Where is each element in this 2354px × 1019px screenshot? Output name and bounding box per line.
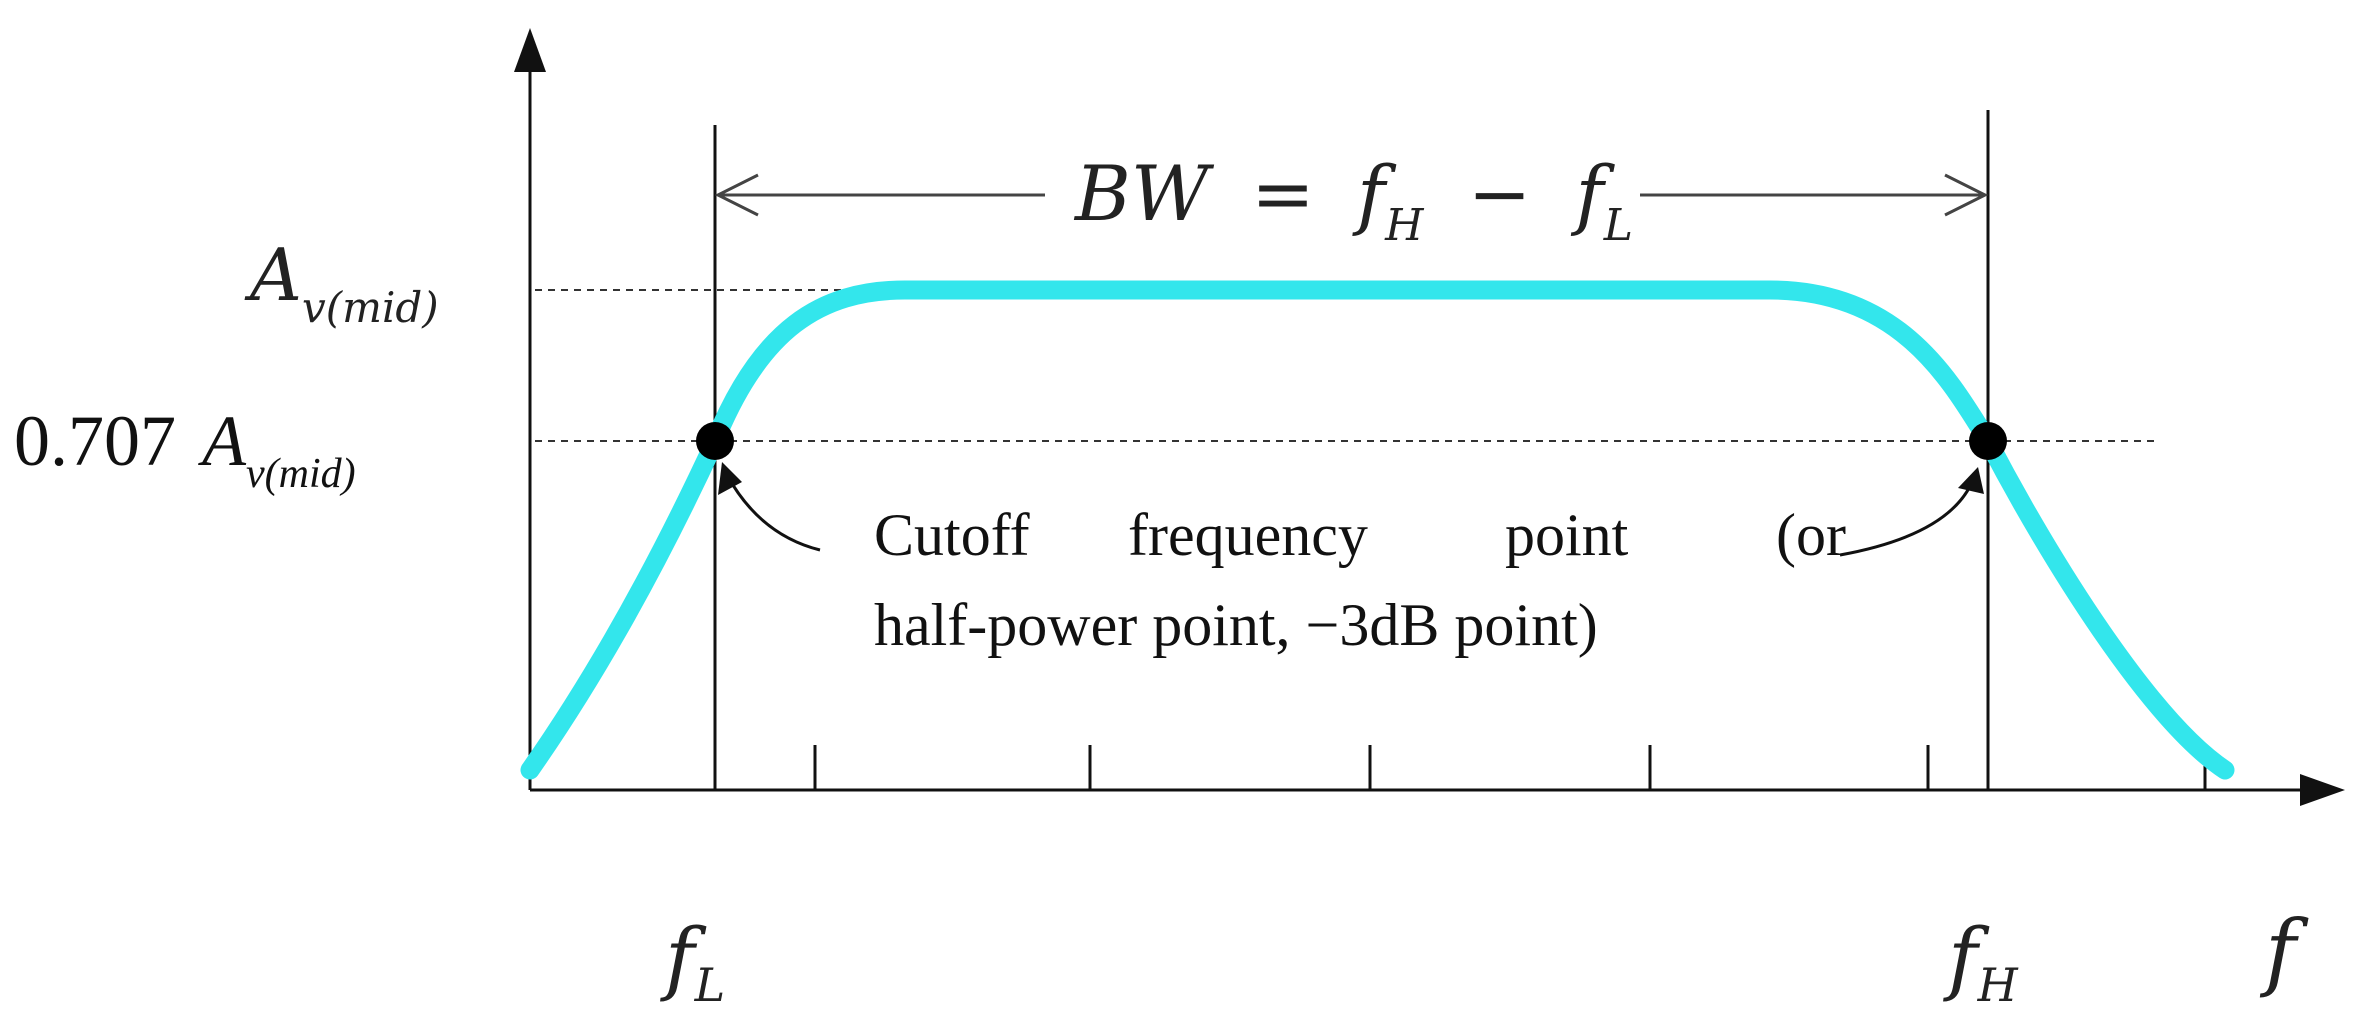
axes <box>528 60 2300 792</box>
bandwidth-formula: BW = fH − fL <box>1073 149 1633 258</box>
x-axis-ticks <box>813 745 2207 790</box>
bandwidth-arrowhead-left <box>714 173 759 217</box>
bandwidth-arrowhead-right <box>1944 173 1989 217</box>
annotation-line-2: half-power point, −3dB point) <box>874 592 1598 658</box>
left-annotation-arrowhead <box>718 462 742 495</box>
fl-label: fL <box>660 911 725 1012</box>
annotation-word-3: point <box>1505 502 1629 568</box>
annotation-arrows <box>718 462 1984 557</box>
bandwidth-arrow <box>714 173 1989 217</box>
fh-cutoff-point-marker <box>1969 422 2007 460</box>
right-annotation-arrowhead <box>1958 467 1984 494</box>
y-axis-arrowhead <box>514 28 546 72</box>
left-annotation-arrow <box>725 474 821 552</box>
right-annotation-arrow <box>1839 479 1975 557</box>
reference-lines <box>535 289 2160 442</box>
annotation-word-2: frequency <box>1128 502 1368 568</box>
annotation-word-4: (or <box>1776 502 1846 568</box>
frequency-response-curve <box>520 280 2235 780</box>
annotation-word-1: Cutoff <box>874 502 1030 568</box>
cutoff-vertical-lines <box>713 110 1990 790</box>
x-axis-arrowhead <box>2300 774 2345 806</box>
cutoff-annotation: Cutoff frequency point (or half-power po… <box>874 502 1846 658</box>
mid-gain-label: Av(mid) <box>244 233 439 332</box>
fl-cutoff-point-marker <box>696 422 734 460</box>
frequency-axis-label: f <box>2259 902 2309 1000</box>
fh-label: fH <box>1943 911 2019 1012</box>
cutoff-gain-label: 0.707 Av(mid) <box>14 401 356 497</box>
